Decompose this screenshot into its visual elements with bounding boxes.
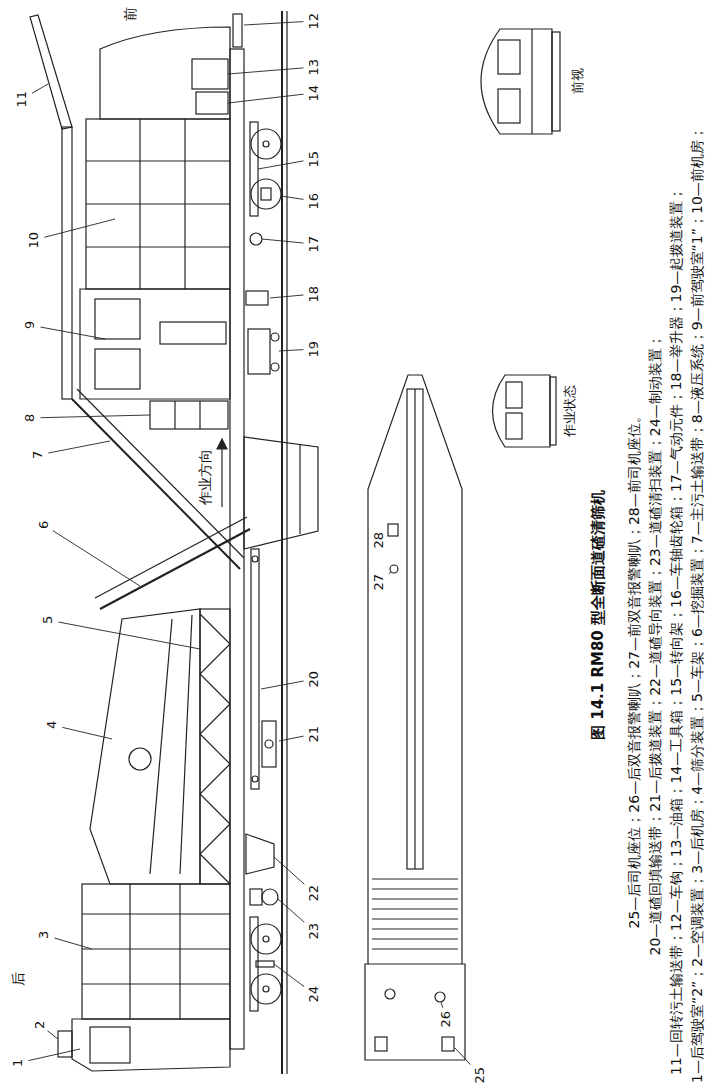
leader-line	[62, 727, 112, 739]
leader-line	[274, 857, 304, 884]
callout-number: 22	[307, 885, 322, 902]
callout-number: 7	[31, 451, 46, 459]
callout-number: 10	[27, 232, 42, 249]
callout-number: 14	[307, 85, 322, 102]
callout-number: 27	[372, 574, 387, 591]
leader-line	[389, 572, 391, 574]
callout-number: 25	[473, 1067, 488, 1084]
callout-number: 11	[15, 91, 30, 108]
callout-number: 5	[41, 616, 56, 624]
leader-line	[53, 531, 140, 586]
leader-line	[54, 938, 92, 949]
leader-line	[244, 22, 304, 25]
callout-number: 16	[307, 193, 322, 210]
view-label: 前	[122, 7, 138, 21]
view-label: 作业方向	[197, 449, 213, 505]
callout-number: 21	[307, 726, 322, 743]
view-label: 作业状态	[563, 385, 578, 437]
leader-line	[278, 899, 304, 922]
callout-number: 24	[307, 986, 322, 1003]
leader-line	[262, 239, 304, 243]
callout-number: 4	[45, 721, 60, 729]
legend-line: 11—回转污土输送带；12—车钩；13—油箱；14—工具箱；15—转向架；16—…	[668, 187, 684, 1075]
leader-line	[41, 415, 151, 418]
callout-number: 1	[11, 1059, 26, 1067]
view-label: 后	[10, 972, 26, 986]
leader-line	[261, 681, 304, 689]
callout-number: 17	[307, 236, 322, 253]
callout-number: 3	[37, 931, 52, 939]
callout-number: 13	[307, 59, 322, 76]
leader-line	[281, 196, 304, 199]
callout-number: 8	[23, 414, 38, 422]
leader-line	[28, 1049, 80, 1061]
legend-line: 20—道碴回填输送带；21—后拨道装置；22—道碴导向装置；23—道碴清扫装置；…	[647, 334, 663, 955]
leader-line	[441, 1002, 443, 1008]
callout-number: 19	[307, 341, 322, 358]
leader-line	[455, 1048, 471, 1065]
view-label: 前视	[571, 68, 586, 94]
leader-line	[279, 736, 304, 741]
leader-line	[48, 441, 110, 453]
leader-line	[258, 161, 304, 169]
leader-line	[274, 964, 304, 987]
leader-line	[48, 1031, 59, 1039]
callout-number: 2	[33, 1021, 48, 1029]
leader-line	[44, 219, 115, 237]
callout-number: 12	[307, 13, 322, 30]
leader-line	[228, 94, 304, 103]
leader-line	[40, 327, 105, 339]
leader-line	[32, 84, 48, 93]
callout-number: 26	[439, 1011, 454, 1028]
callout-number: 18	[307, 286, 322, 303]
callout-number: 23	[307, 923, 322, 940]
legend-line: 1—后驾驶室“2”；2—空调装置；3—后机房；4—筛分装置；5—车架；6—挖掘装…	[689, 126, 705, 1083]
callout-number: 28	[372, 532, 387, 549]
leader-line	[58, 622, 200, 649]
figure-caption: 图 14.1 RM80 型全断面道碴清筛机	[590, 490, 607, 740]
leader-line	[228, 68, 304, 74]
leader-line	[270, 295, 304, 298]
callout-number: 9	[23, 321, 38, 329]
callout-number: 20	[307, 671, 322, 688]
callout-number: 6	[37, 521, 52, 529]
leader-line	[279, 350, 304, 351]
legend-line: 25—后司机座位；26—后双音报警喇叭；27—前双音报警喇叭；28—前司机座位。	[626, 409, 642, 928]
callout-number: 15	[307, 151, 322, 168]
